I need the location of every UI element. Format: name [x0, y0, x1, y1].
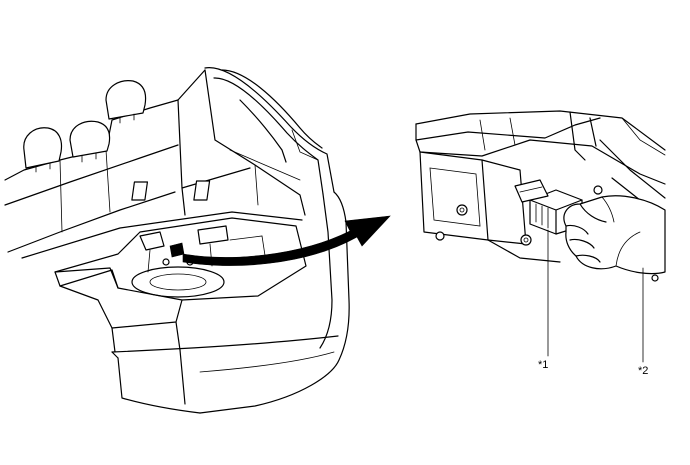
headrest-middle	[69, 120, 111, 158]
bolt	[456, 204, 468, 216]
detail-pointer-arrow	[182, 215, 391, 266]
vehicle-body	[111, 191, 350, 414]
floor-bracket-left	[139, 231, 165, 251]
bolt	[593, 185, 603, 195]
mounting-bracket	[419, 151, 659, 282]
bolt	[520, 234, 532, 246]
trim-slot-right	[193, 180, 211, 201]
spare-tire	[131, 266, 225, 298]
callout-1: *1	[538, 229, 548, 371]
cargo-floor-compartment	[21, 211, 307, 353]
back-door-opening	[204, 67, 335, 195]
connector-location-marker	[169, 242, 185, 258]
callout-label-1: *1	[538, 359, 548, 371]
callout-2: *2	[638, 267, 648, 377]
bolt	[435, 231, 445, 241]
trim-slot-left	[131, 181, 149, 201]
gloved-hand	[563, 195, 666, 275]
detail-view: *1 *2	[415, 110, 666, 377]
headrest-right	[105, 80, 147, 120]
headrest-left	[23, 127, 63, 169]
vehicle-rear-overview	[4, 67, 350, 414]
floor-bracket-right	[197, 225, 229, 245]
cargo-side-trim	[131, 69, 306, 216]
bolt	[651, 274, 659, 282]
rear-seat	[4, 80, 179, 253]
deck-tray	[54, 267, 183, 329]
callout-label-2: *2	[638, 365, 648, 377]
